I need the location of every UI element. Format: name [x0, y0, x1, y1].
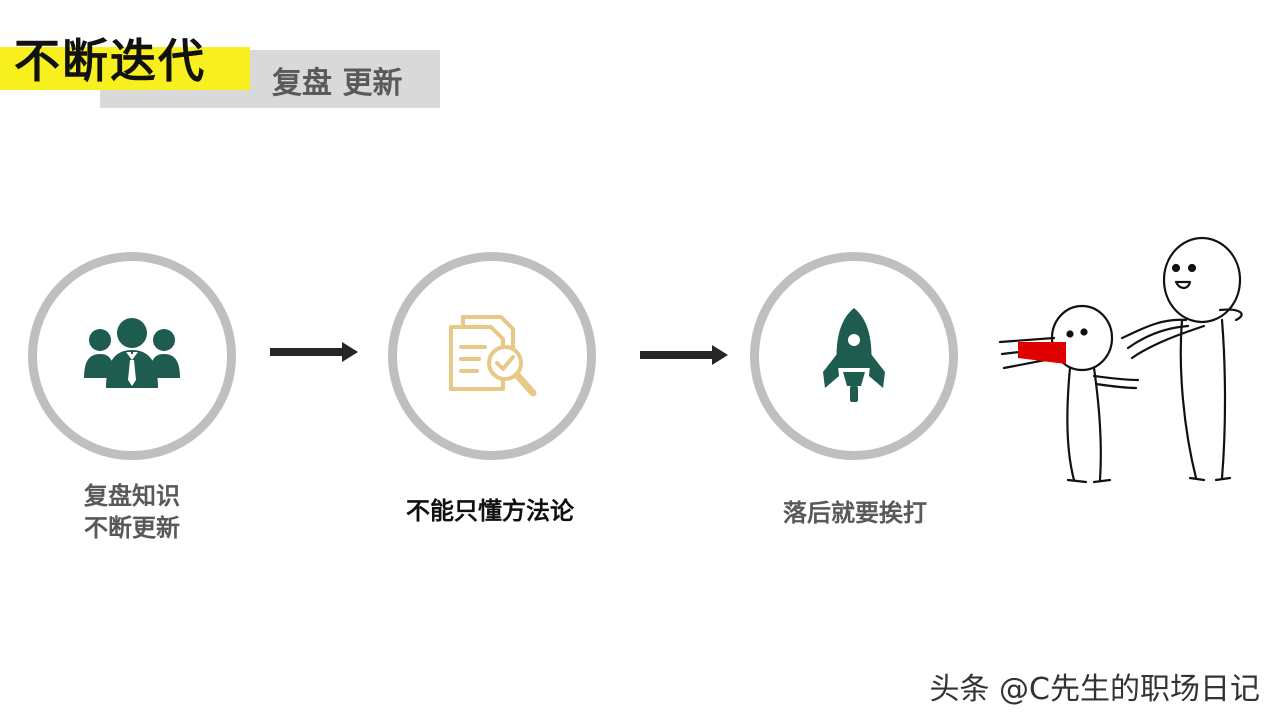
short-figure-body — [1066, 366, 1102, 482]
watermark: 头条 @C先生的职场日记 — [929, 672, 1260, 707]
rocket-icon — [823, 308, 885, 402]
step-1-label: 复盘知识 不断更新 — [52, 480, 212, 544]
step-1-label-line-1: 复盘知识 — [84, 481, 180, 510]
step-3-label: 落后就要挨打 — [783, 498, 927, 527]
people-group-icon — [84, 318, 180, 388]
title-highlight — [0, 47, 250, 90]
page-title: 不断迭代 — [14, 34, 206, 88]
page-subtitle: 复盘 更新 — [272, 66, 403, 101]
arrow-2 — [640, 345, 728, 365]
tall-figure-body — [1179, 318, 1227, 480]
megaphone-icon — [1018, 342, 1066, 364]
step-2-label: 不能只懂方法论 — [406, 496, 574, 525]
tall-figure-head — [1162, 236, 1242, 324]
step-1-label-line-2: 不断更新 — [84, 513, 180, 542]
step-3-circle — [750, 252, 958, 460]
arrow-1 — [270, 342, 358, 362]
header: 不断迭代 复盘 更新 — [0, 0, 460, 120]
stick-figures-illustration — [998, 236, 1243, 484]
step-2-circle — [388, 252, 596, 460]
document-search-icon — [449, 315, 537, 397]
step-1-circle — [28, 252, 236, 460]
